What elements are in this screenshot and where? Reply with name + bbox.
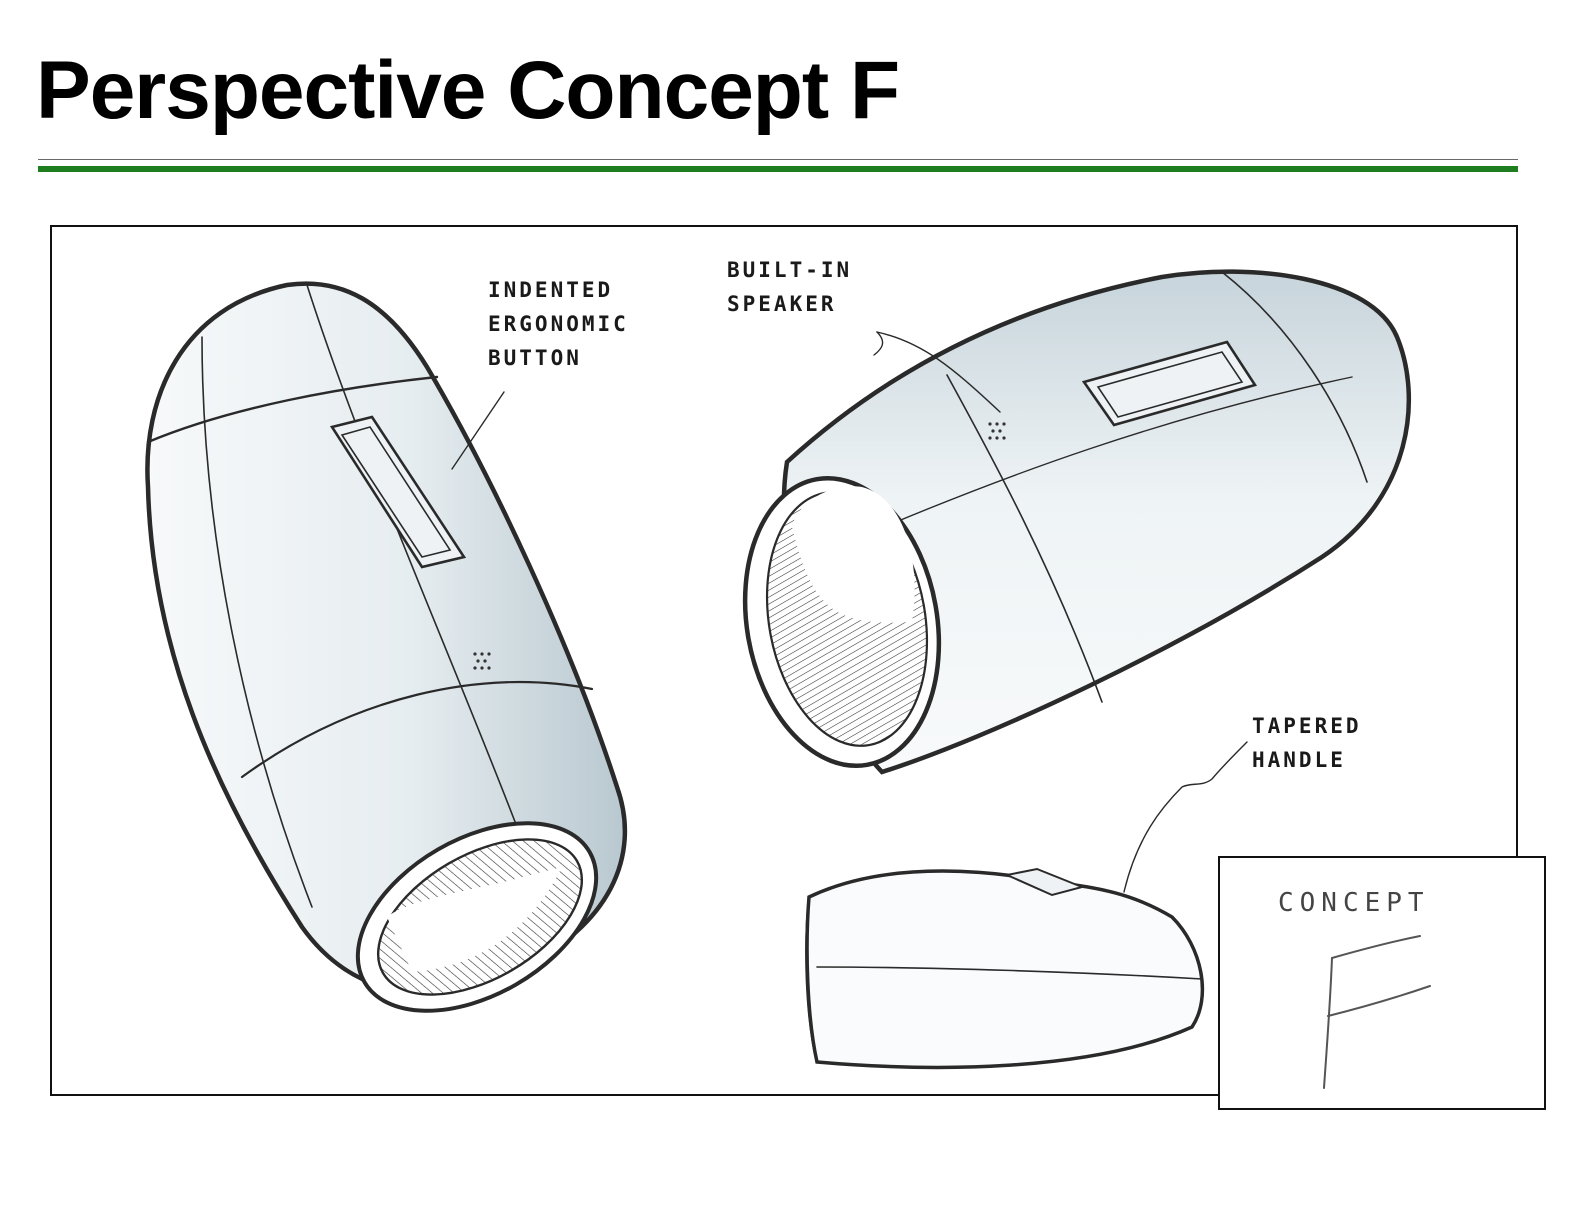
concept-stamp-box: CONCEPT bbox=[1218, 856, 1546, 1110]
button-callout-label: INDENTED ERGONOMIC BUTTON bbox=[488, 278, 629, 370]
title-divider-thin bbox=[38, 159, 1518, 160]
title-divider-accent bbox=[38, 166, 1518, 172]
right-device-view bbox=[742, 269, 1412, 775]
handle-callout-label: TAPERED HANDLE bbox=[1252, 714, 1362, 772]
speaker-callout-label: BUILT-IN SPEAKER bbox=[727, 258, 853, 316]
page-title: Perspective Concept F bbox=[36, 45, 900, 136]
concept-stamp-letter-f bbox=[1323, 935, 1431, 1089]
concept-sketch-drawing bbox=[145, 269, 1412, 1070]
sketch-frame: INDENTED ERGONOMIC BUTTON BUILT-IN SPEAK… bbox=[50, 225, 1518, 1096]
left-device-view bbox=[145, 281, 628, 1013]
concept-stamp-word: CONCEPT bbox=[1278, 888, 1430, 918]
side-profile-view bbox=[805, 741, 1248, 1070]
